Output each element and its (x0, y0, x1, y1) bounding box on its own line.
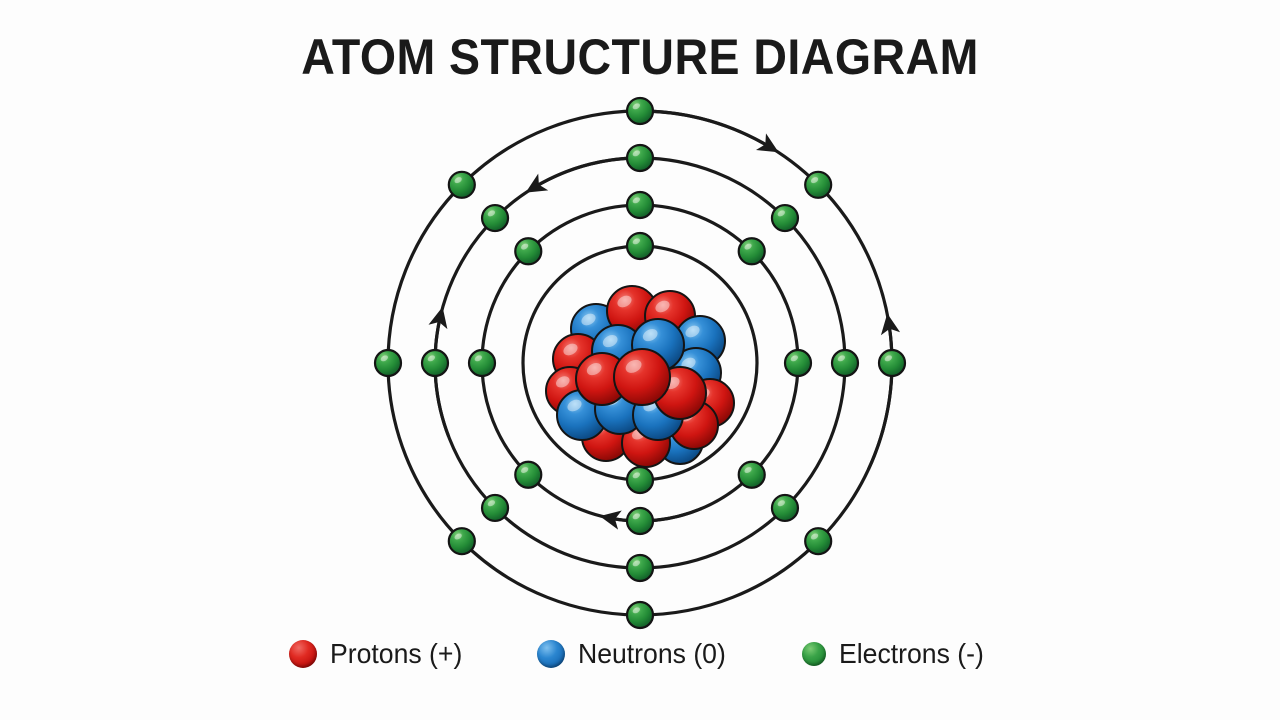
electrons-group (373, 96, 907, 630)
electron-shell-4 (447, 527, 476, 556)
electron-shell-4 (625, 600, 655, 630)
electron-shell-2 (625, 506, 655, 536)
electron-shell-2 (783, 348, 813, 378)
electron-shell-2 (514, 237, 543, 266)
electron-shell-4 (373, 348, 403, 378)
electron-shell-3 (420, 348, 450, 378)
electron-shell-2 (625, 190, 655, 220)
electron-shell-4 (447, 170, 476, 199)
electron-shell-3 (625, 143, 655, 173)
electron-shell-3 (770, 203, 800, 233)
electron-shell-3 (480, 203, 510, 233)
legend-label-neutrons: Neutrons (0) (578, 638, 726, 669)
page-title: ATOM STRUCTURE DIAGRAM (301, 29, 979, 85)
electron-shell-2 (514, 460, 543, 489)
electron-shell-3 (625, 553, 655, 583)
legend-item-electrons: Electrons (-) (801, 638, 991, 670)
electron-shell-4 (804, 170, 833, 199)
legend-label-electrons: Electrons (-) (838, 638, 984, 669)
electron-shell-2 (467, 348, 497, 378)
shell2-bottom-arrow (599, 506, 703, 530)
outer-shell-right-arrow (866, 313, 901, 471)
nucleus-group (545, 285, 735, 468)
electron-shell-2 (737, 460, 766, 489)
electron-swatch-icon (801, 642, 826, 666)
electron-shell-3 (480, 493, 510, 523)
legend-item-protons: Protons (+) (288, 638, 469, 670)
legend-item-neutrons: Neutrons (0) (537, 638, 734, 670)
electron-shell-4 (804, 527, 833, 556)
legend: Protons (+) Neutrons (0) Electrons (-) (0, 638, 1280, 670)
proton-swatch-icon (288, 640, 317, 668)
electron-shell-4 (625, 96, 655, 126)
electron-shell-3 (830, 348, 860, 378)
neutron-swatch-icon (537, 640, 566, 668)
electron-shell-1 (625, 231, 655, 261)
electron-shell-2 (737, 237, 766, 266)
nucleus-proton (613, 348, 671, 406)
electron-shell-1 (625, 465, 655, 495)
shell3-left-arrow (428, 306, 451, 438)
legend-label-protons: Protons (+) (329, 638, 463, 669)
electron-shell-3 (770, 493, 800, 523)
electron-shell-4 (877, 348, 907, 378)
